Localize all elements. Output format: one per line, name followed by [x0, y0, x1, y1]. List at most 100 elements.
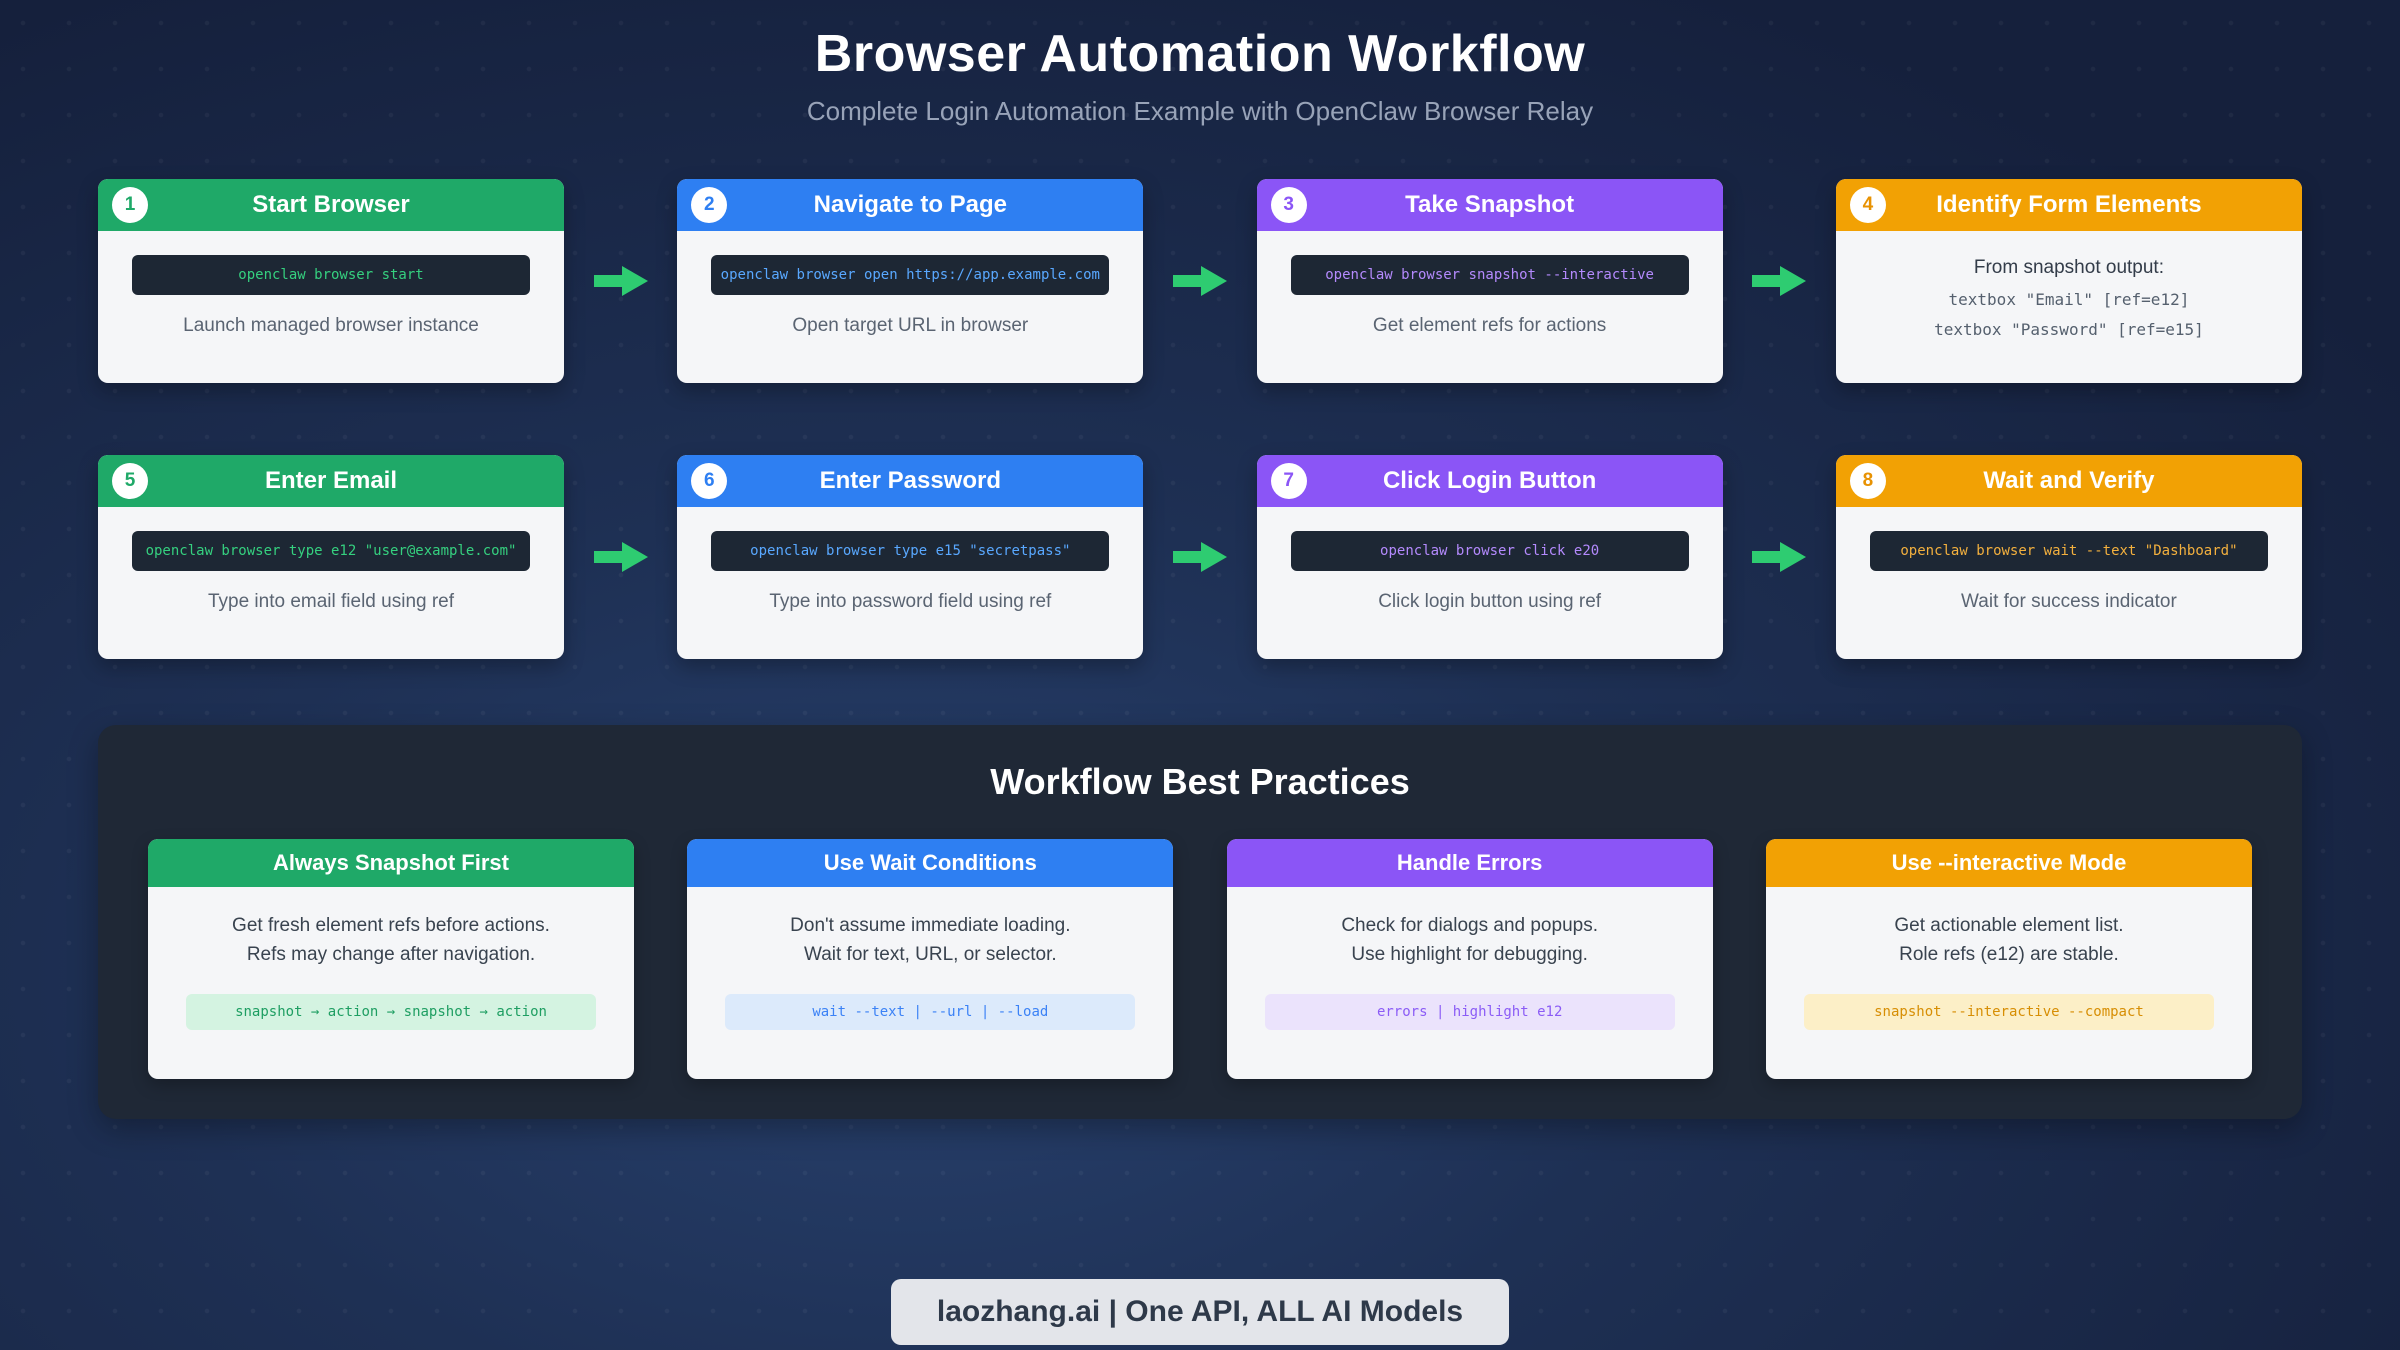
- step-body: openclaw browser type e15 "secretpass" T…: [677, 507, 1143, 639]
- command-text: openclaw browser snapshot --interactive: [1325, 267, 1654, 283]
- best-practices-title: Workflow Best Practices: [990, 761, 1410, 802]
- step-caption: Launch managed browser instance: [183, 315, 479, 336]
- bp-card-body: Check for dialogs and popups. Use highli…: [1227, 887, 1713, 1060]
- flow-arrow-icon: [593, 263, 648, 299]
- command-text: openclaw browser click e20: [1380, 543, 1600, 559]
- step-card-click-login-button: 7 Click Login Button openclaw browser cl…: [1256, 455, 1723, 659]
- best-practices-cards: Always Snapshot First Get fresh element …: [148, 839, 2252, 1079]
- step-body: openclaw browser type e12 "user@example.…: [98, 507, 564, 639]
- bp-card-line: Refs may change after navigation.: [246, 944, 536, 966]
- bp-card-body: Get actionable element list. Role refs (…: [1766, 887, 2252, 1060]
- bp-card-line: Role refs (e12) are stable.: [1899, 944, 2119, 966]
- bp-card-line: Get actionable element list.: [1894, 915, 2124, 936]
- step-caption: Open target URL in browser: [792, 315, 1029, 336]
- bp-card-header: Handle Errors: [1226, 839, 1713, 887]
- bp-card-code-chip: wait --text | --url | --load: [725, 993, 1136, 1030]
- step-card-navigate-to-page: 2 Navigate to Page openclaw browser open…: [677, 179, 1144, 383]
- page-subtitle: Complete Login Automation Example with O…: [806, 96, 1594, 126]
- bp-card-header: Use Wait Conditions: [687, 839, 1174, 887]
- step-header: 7 Click Login Button: [1256, 455, 1723, 507]
- bp-card-body: Don't assume immediate loading. Wait for…: [687, 887, 1173, 1060]
- step-body: openclaw browser click e20 Click login b…: [1257, 507, 1723, 639]
- command-text: openclaw browser start: [238, 267, 424, 283]
- step-card-enter-email: 5 Enter Email openclaw browser type e12 …: [98, 455, 564, 659]
- footer: laozhang.ai | One API, ALL AI Models: [0, 1279, 2400, 1345]
- snapshot-output-intro: From snapshot output:: [1973, 257, 2164, 278]
- step-title: Navigate to Page: [813, 191, 1008, 218]
- bp-card-line: Check for dialogs and popups.: [1341, 915, 1598, 936]
- command-text: openclaw browser open https://app.exampl…: [720, 267, 1100, 283]
- step-title: Enter Email: [264, 467, 398, 494]
- step-header: 2 Navigate to Page: [677, 179, 1144, 231]
- flow-arrow-icon: [1172, 263, 1227, 299]
- step-header: 8 Wait and Verify: [1835, 455, 2302, 507]
- step-card-take-snapshot: 3 Take Snapshot openclaw browser snapsho…: [1256, 179, 1723, 383]
- step-header: 4 Identify Form Elements: [1835, 179, 2302, 231]
- command-box: openclaw browser snapshot --interactive: [1290, 255, 1689, 295]
- step-caption: Type into email field using ref: [207, 591, 455, 612]
- command-box: openclaw browser start: [132, 255, 530, 295]
- best-practices-panel: Workflow Best Practices Always Snapshot …: [98, 725, 2302, 1119]
- step-body: openclaw browser wait --text "Dashboard"…: [1836, 507, 2302, 639]
- step-card-start-browser: 1 Start Browser openclaw browser start L…: [98, 179, 564, 383]
- step-title: Take Snapshot: [1405, 191, 1575, 218]
- command-box: openclaw browser type e12 "user@example.…: [132, 531, 530, 571]
- step-body: openclaw browser start Launch managed br…: [98, 231, 564, 363]
- step-header: 5 Enter Email: [98, 455, 564, 507]
- bp-card-line: Don't assume immediate loading.: [790, 915, 1071, 936]
- flow-arrow-icon: [1752, 539, 1807, 575]
- step-title: Click Login Button: [1382, 467, 1597, 494]
- step-card-wait-and-verify: 8 Wait and Verify openclaw browser wait …: [1835, 455, 2302, 659]
- step-header: 3 Take Snapshot: [1256, 179, 1723, 231]
- step-number-badge: 6: [691, 463, 728, 499]
- bp-card-line: Wait for text, URL, or selector.: [803, 944, 1057, 966]
- step-title: Identify Form Elements: [1936, 191, 2202, 218]
- snapshot-output-line: textbox "Email" [ref=e12]: [1948, 290, 2190, 309]
- bp-card-header: Always Snapshot First: [148, 839, 634, 887]
- bp-card-use-interactive-mode: Use --interactive Mode Get actionable el…: [1765, 839, 2252, 1079]
- step-number-badge: 1: [112, 187, 148, 223]
- step-title: Start Browser: [252, 191, 410, 218]
- bp-card-code-chip: snapshot → action → snapshot → action: [186, 993, 596, 1030]
- footer-brand-badge: laozhang.ai | One API, ALL AI Models: [890, 1279, 1510, 1345]
- step-number-badge: 5: [112, 463, 148, 499]
- step-card-identify-form-elements: 4 Identify Form Elements From snapshot o…: [1835, 179, 2302, 383]
- flow-arrow-icon: [593, 539, 648, 575]
- step-caption: Wait for success indicator: [1961, 591, 2177, 612]
- flow-arrow-icon: [1172, 539, 1227, 575]
- command-text: openclaw browser type e12 "user@example.…: [145, 543, 517, 559]
- step-body: openclaw browser snapshot --interactive …: [1257, 231, 1723, 363]
- command-box: openclaw browser type e15 "secretpass": [711, 531, 1110, 571]
- bp-card-line: Get fresh element refs before actions.: [232, 915, 550, 936]
- bp-card-use-wait-conditions: Use Wait Conditions Don't assume immedia…: [687, 839, 1174, 1079]
- step-number-badge: 8: [1849, 463, 1886, 499]
- command-text: openclaw browser wait --text "Dashboard": [1900, 543, 2238, 559]
- bp-card-code-chip: snapshot --interactive --compact: [1803, 993, 2214, 1030]
- bp-card-always-snapshot-first: Always Snapshot First Get fresh element …: [148, 839, 634, 1079]
- step-number-badge: 7: [1270, 463, 1307, 499]
- command-box: openclaw browser wait --text "Dashboard": [1869, 531, 2268, 571]
- step-card-enter-password: 6 Enter Password openclaw browser type e…: [677, 455, 1144, 659]
- bp-card-line: Use highlight for debugging.: [1351, 944, 1588, 966]
- bp-card-body: Get fresh element refs before actions. R…: [148, 887, 634, 1060]
- step-caption: Type into password field using ref: [769, 591, 1052, 612]
- step-number-badge: 3: [1270, 187, 1307, 223]
- snapshot-output-line: textbox "Password" [ref=e15]: [1934, 320, 2204, 339]
- step-number-badge: 2: [691, 187, 728, 223]
- flow-arrow-icon: [1752, 263, 1807, 299]
- step-title: Enter Password: [819, 467, 1002, 494]
- command-text: openclaw browser type e15 "secretpass": [750, 543, 1071, 559]
- step-header: 1 Start Browser: [98, 179, 564, 231]
- page-title: Browser Automation Workflow: [814, 25, 1586, 83]
- bp-card-code-chip: errors | highlight e12: [1264, 993, 1675, 1030]
- step-header: 6 Enter Password: [677, 455, 1144, 507]
- command-box: openclaw browser click e20: [1290, 531, 1689, 571]
- step-caption: Get element refs for actions: [1372, 315, 1607, 336]
- step-body: From snapshot output: textbox "Email" [r…: [1836, 231, 2302, 365]
- command-box: openclaw browser open https://app.exampl…: [711, 255, 1110, 295]
- bp-card-header: Use --interactive Mode: [1765, 839, 2252, 887]
- workflow-row-1: 1 Start Browser openclaw browser start L…: [0, 179, 2400, 383]
- step-body: openclaw browser open https://app.exampl…: [677, 231, 1143, 363]
- step-caption: Click login button using ref: [1378, 591, 1602, 612]
- step-title: Wait and Verify: [1983, 467, 2155, 494]
